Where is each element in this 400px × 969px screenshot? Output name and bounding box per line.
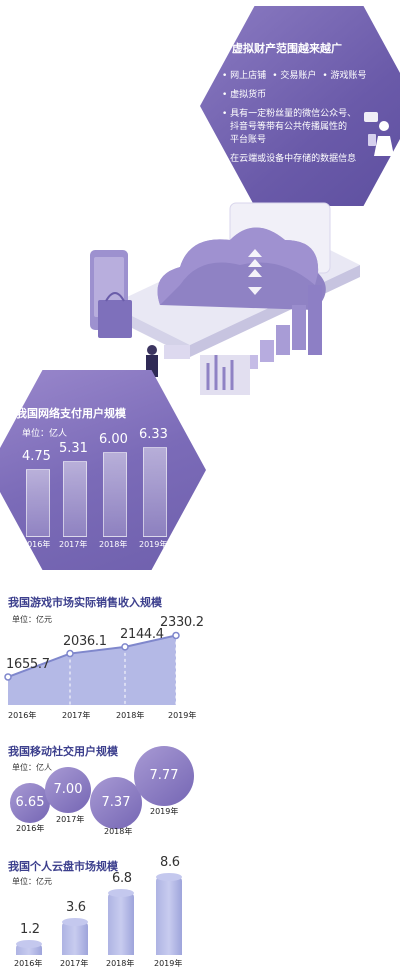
cloud-year-label: 2018年 (106, 959, 135, 968)
game-value-label: 1655.7 (6, 656, 50, 672)
payment-value-label: 6.00 (99, 431, 128, 447)
payment-bar (26, 469, 50, 537)
game-area (8, 635, 176, 705)
property-list: • 网上店铺 • 交易账户 • 游戏账号 • 虚拟货币 • 具有一定粉丝量的微信… (222, 70, 367, 166)
social-bubble (89, 776, 143, 830)
social-bubble (134, 746, 194, 806)
payment-value-label: 4.75 (22, 449, 51, 465)
social-value-label: 7.77 (149, 768, 179, 783)
property-item: • 游戏账号 (322, 71, 367, 81)
payment-title: 我国网络支付用户规模 (16, 407, 126, 420)
social-title: 我国移动社交用户规模 (8, 745, 118, 758)
payment-value-label: 5.31 (59, 441, 88, 457)
property-item: • 具有一定粉丝量的微信公众号、 (222, 109, 357, 119)
cloud-value-label: 8.6 (160, 854, 180, 870)
social-year-label: 2017年 (56, 815, 85, 824)
social-value-label: 7.37 (101, 795, 131, 810)
payment-bar (103, 451, 127, 537)
property-item: • 虚拟货币 (222, 90, 267, 100)
game-title: 我国游戏市场实际销售收入规模 (8, 596, 162, 609)
property-item-cont: 平台账号 (230, 135, 267, 145)
game-year-label: 2017年 (62, 711, 91, 720)
cloud-year-label: 2017年 (60, 959, 89, 968)
cloud-bar (16, 940, 42, 955)
game-point (172, 631, 180, 640)
social-value-label: 6.65 (15, 795, 45, 810)
cloud-year-label: 2019年 (154, 959, 183, 968)
game-year-label: 2018年 (116, 711, 145, 720)
cloud-value-label: 3.6 (66, 900, 86, 916)
property-title: 虚拟财产范围越来越广 (232, 42, 342, 55)
payment-year-label: 2017年 (59, 540, 88, 549)
person-phone-illustration (364, 112, 394, 156)
payment-value-label: 6.33 (139, 427, 168, 443)
game-point (66, 649, 74, 658)
payment-year-label: 2019年 (139, 540, 168, 549)
property-item: • 交易账户 (272, 71, 317, 81)
cloud-value-label: 6.8 (112, 871, 132, 887)
social-year-label: 2019年 (150, 807, 179, 816)
cloud-bar (108, 889, 134, 955)
social-unit: 单位：亿人 (12, 763, 52, 772)
game-value-label: 2144.4 (120, 626, 164, 642)
game-year-label: 2019年 (168, 711, 197, 720)
social-year-label: 2016年 (16, 824, 45, 833)
cloud-year-label: 2016年 (14, 959, 43, 968)
game-point (4, 673, 12, 681)
cloud-bar (156, 872, 182, 955)
cloud-unit: 单位：亿元 (12, 877, 52, 886)
game-point (121, 643, 129, 651)
game-unit: 单位：亿元 (12, 615, 52, 624)
game-value-label: 2036.1 (63, 633, 107, 649)
game-chart (4, 631, 180, 705)
social-year-label: 2018年 (104, 827, 133, 836)
payment-unit: 单位：亿人 (22, 429, 68, 439)
property-item: • 网上店铺 (222, 71, 267, 81)
social-bubble (45, 767, 91, 813)
payment-bar (143, 447, 167, 537)
payment-bar (63, 461, 87, 537)
social-bubble (10, 783, 50, 823)
property-item: • 在云端或设备中存储的数据信息 (222, 154, 357, 164)
social-value-label: 7.00 (53, 782, 83, 797)
cloud-platform-illustration (90, 202, 360, 395)
property-item-cont: 抖音号等带有公共传播属性的 (230, 122, 348, 132)
game-value-label: 2330.2 (160, 615, 204, 631)
cloud-title: 我国个人云盘市场规模 (8, 860, 118, 873)
cloud-bar (62, 918, 88, 955)
payment-year-label: 2016年 (22, 540, 51, 549)
cloud-value-label: 1.2 (20, 922, 40, 938)
payment-year-label: 2018年 (99, 540, 128, 549)
game-line (7, 634, 177, 678)
game-year-label: 2016年 (8, 711, 37, 720)
